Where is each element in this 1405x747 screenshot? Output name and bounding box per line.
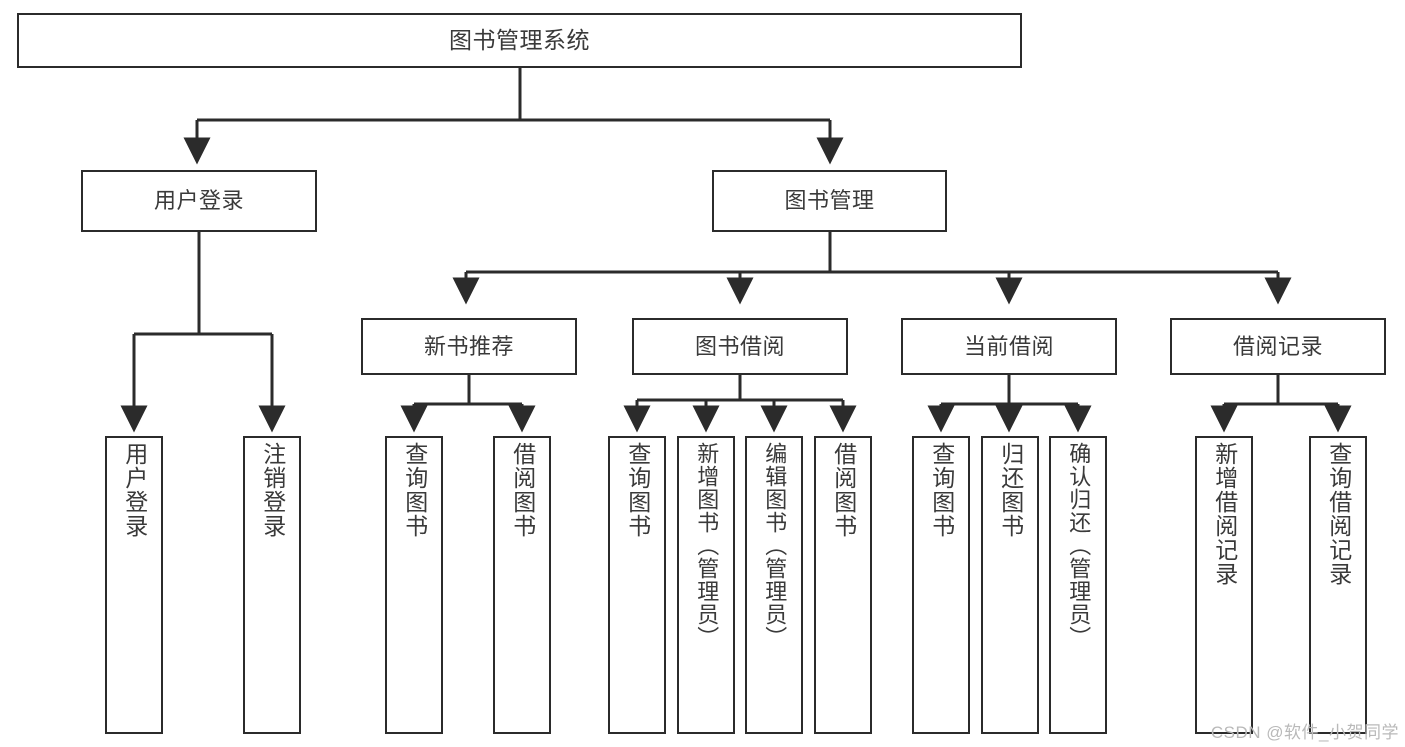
node-leaf-borrow-book-2[interactable]: 借阅图书 bbox=[814, 436, 872, 734]
csdn-watermark: CSDN @软件_小贺同学 bbox=[1210, 723, 1399, 742]
edges-user-login bbox=[120, 232, 286, 433]
node-borrow-record[interactable]: 借阅记录 bbox=[1170, 318, 1386, 375]
node-leaf-query-book-3-label: 查询图书 bbox=[928, 442, 955, 538]
node-leaf-edit-book-label: 编辑图书（管理员） bbox=[762, 442, 788, 649]
node-root[interactable]: 图书管理系统 bbox=[17, 13, 1022, 68]
edges-root bbox=[183, 68, 844, 165]
node-leaf-add-book[interactable]: 新增图书（管理员） bbox=[677, 436, 735, 734]
node-book-borrow-label: 图书借阅 bbox=[694, 333, 785, 359]
node-leaf-query-book-3[interactable]: 查询图书 bbox=[912, 436, 970, 734]
node-leaf-user-logout-label: 注销登录 bbox=[259, 442, 286, 538]
node-current-borrow[interactable]: 当前借阅 bbox=[901, 318, 1117, 375]
node-leaf-borrow-book-1[interactable]: 借阅图书 bbox=[493, 436, 551, 734]
node-leaf-query-book-1[interactable]: 查询图书 bbox=[385, 436, 443, 734]
node-new-book-rec[interactable]: 新书推荐 bbox=[361, 318, 577, 375]
node-book-borrow[interactable]: 图书借阅 bbox=[632, 318, 848, 375]
node-leaf-query-record-label: 查询借阅记录 bbox=[1325, 442, 1352, 586]
node-leaf-confirm-return[interactable]: 确认归还（管理员） bbox=[1049, 436, 1107, 734]
node-user-login[interactable]: 用户登录 bbox=[81, 170, 317, 232]
node-book-manage[interactable]: 图书管理 bbox=[712, 170, 947, 232]
edges-borrow-record bbox=[1210, 375, 1352, 433]
node-leaf-query-record[interactable]: 查询借阅记录 bbox=[1309, 436, 1367, 734]
node-leaf-add-record-label: 新增借阅记录 bbox=[1211, 442, 1238, 586]
node-new-book-rec-label: 新书推荐 bbox=[423, 333, 514, 359]
node-book-manage-label: 图书管理 bbox=[784, 188, 875, 214]
node-leaf-user-login-label: 用户登录 bbox=[121, 442, 148, 538]
edges-new-book-rec bbox=[400, 375, 536, 433]
node-root-label: 图书管理系统 bbox=[449, 26, 590, 53]
edges-current-borrow bbox=[927, 375, 1092, 433]
node-leaf-add-record[interactable]: 新增借阅记录 bbox=[1195, 436, 1253, 734]
node-leaf-user-login[interactable]: 用户登录 bbox=[105, 436, 163, 734]
node-current-borrow-label: 当前借阅 bbox=[963, 333, 1054, 359]
node-leaf-query-book-2-label: 查询图书 bbox=[624, 442, 651, 538]
node-leaf-query-book-2[interactable]: 查询图书 bbox=[608, 436, 666, 734]
node-leaf-borrow-book-1-label: 借阅图书 bbox=[509, 442, 536, 538]
node-user-login-label: 用户登录 bbox=[153, 188, 244, 214]
node-leaf-query-book-1-label: 查询图书 bbox=[401, 442, 428, 538]
node-leaf-borrow-book-2-label: 借阅图书 bbox=[830, 442, 857, 538]
node-leaf-edit-book[interactable]: 编辑图书（管理员） bbox=[745, 436, 803, 734]
node-leaf-add-book-label: 新增图书（管理员） bbox=[694, 442, 720, 649]
node-leaf-confirm-return-label: 确认归还（管理员） bbox=[1066, 442, 1092, 649]
edges-book-borrow bbox=[623, 375, 857, 433]
edges-book-manage bbox=[452, 232, 1292, 305]
node-leaf-return-book[interactable]: 归还图书 bbox=[981, 436, 1039, 734]
node-borrow-record-label: 借阅记录 bbox=[1232, 333, 1323, 359]
node-leaf-return-book-label: 归还图书 bbox=[997, 442, 1024, 538]
node-leaf-user-logout[interactable]: 注销登录 bbox=[243, 436, 301, 734]
